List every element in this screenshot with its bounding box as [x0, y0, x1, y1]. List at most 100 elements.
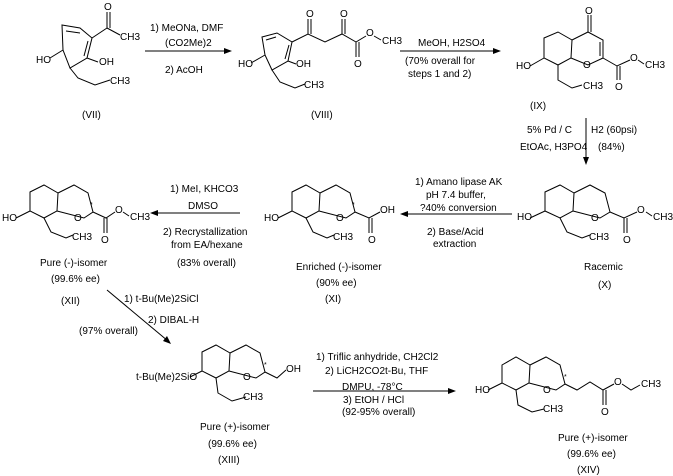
viii-double-bond — [265, 36, 277, 41]
step-5-reagent: (83% overall) — [177, 258, 236, 269]
xii-label-o: O — [101, 235, 109, 246]
xii-label-ome: CH3 — [130, 212, 150, 223]
x-label-o: O — [637, 205, 645, 216]
viii-double-bond — [284, 44, 290, 60]
xiii-label-ring-o: O — [243, 372, 251, 383]
step-3-reagent: EtOAc, H3PO4 — [520, 142, 588, 153]
viii-label-o: O — [366, 28, 374, 39]
vii-oh-bond — [49, 49, 64, 59]
step-1: 1) MeONa, DMF (CO2Me)2 2) AcOH — [145, 23, 232, 76]
xi-stereo-mark: * — [352, 202, 355, 209]
xiv-label-ch3: CH3 — [543, 404, 563, 415]
xii-label-o: O — [115, 205, 123, 216]
xiii-propyl-chain — [215, 377, 247, 402]
ix-ome-bond — [637, 59, 645, 65]
ix-label-o: O — [630, 53, 638, 64]
step-4-reagent: 1) Amano lipase AK — [415, 177, 503, 188]
step-6-arrow — [106, 289, 169, 342]
step-5-reagent: DMSO — [188, 201, 218, 212]
xii-descriptor: Pure (-)-isomer — [40, 258, 108, 269]
step-5: 1) MeI, KHCO3 DMSO 2) Recrystallization … — [150, 184, 247, 269]
viii-label-ome: CH3 — [382, 36, 402, 47]
xiv-label-o: O — [601, 407, 609, 418]
xii-benzene-ring — [29, 184, 59, 219]
x-descriptor: Racemic — [584, 262, 623, 273]
xi-ee: (90% ee) — [316, 278, 357, 289]
xi-oh-bond — [277, 210, 293, 219]
xi-label-o: O — [368, 235, 376, 246]
arrow-head — [400, 211, 408, 217]
step-4-reagent: ?40% conversion — [420, 203, 497, 214]
xiv-label-ring-o: O — [543, 385, 551, 396]
step-3: 5% Pd / C EtOAc, H3PO4 H2 (60psi) (84%) — [520, 118, 637, 165]
xii-label-ch3: CH3 — [72, 232, 92, 243]
vii-label-oh: OH — [99, 57, 114, 68]
step-4-reagent: extraction — [433, 239, 476, 250]
x-label-ho: HO — [517, 212, 532, 223]
xi-propyl-chain — [305, 217, 335, 239]
ix-propyl-chain — [557, 65, 583, 89]
xi-label-ch3: CH3 — [333, 232, 353, 243]
xiv-ee: (99.6% ee) — [567, 449, 616, 460]
step-7-reagent: 2) LiCH2CO2t-Bu, THF — [325, 366, 428, 377]
xi-label-ho: HO — [264, 213, 279, 224]
arrow-head — [493, 48, 501, 54]
ix-label-ch3: CH3 — [583, 81, 603, 92]
step-1-reagent: 1) MeONa, DMF — [150, 23, 223, 34]
xii-propyl-chain — [43, 217, 74, 239]
xi-descriptor: Enriched (-)-isomer — [296, 262, 382, 273]
viii-oh-bond — [287, 60, 297, 65]
step-2-reagent: MeOH, H2SO4 — [418, 38, 486, 49]
step-2-reagent: steps 1 and 2) — [408, 69, 471, 80]
step-7-reagent: DMPU, -78°C — [342, 382, 403, 393]
step-3-reagent: 5% Pd / C — [527, 125, 572, 136]
xiv-label-ho: HO — [475, 385, 490, 396]
xiii-label-tbs: t-Bu(Me)2SiO — [136, 372, 197, 383]
xi-acid-bond — [354, 211, 381, 219]
xii-chroman-ring — [56, 184, 94, 219]
xiv-benzene-ring — [501, 356, 531, 391]
vii-double-bond — [83, 40, 89, 57]
ix-ester-bond — [602, 57, 631, 67]
xi-label-oh: OH — [380, 205, 395, 216]
compound-vii: O CH3 HO OH CH3 (VII) — [36, 2, 140, 121]
ix-oh-bond — [529, 57, 545, 67]
ix-pyrone-ring — [570, 31, 604, 66]
xii-ester-bond — [92, 211, 116, 219]
x-ester-bond — [609, 211, 638, 219]
step-5-reagent: from EA/hexane — [171, 240, 243, 251]
xiii-osi-bond — [189, 370, 203, 378]
ix-label-ho: HO — [516, 61, 531, 72]
compound-xiii: * O OH t-Bu(Me)2SiO CH3 Pure (+)-isomer … — [136, 344, 301, 466]
vii-label-ho: HO — [36, 55, 51, 66]
xiii-stereo-mark: * — [264, 362, 267, 369]
arrow-head — [150, 210, 158, 216]
ix-label-ring-o: O — [583, 60, 591, 71]
step-4-reagent: pH 7.4 buffer, — [426, 190, 486, 201]
ix-label-o: O — [615, 82, 623, 93]
step-7-reagent: 3) EtOH / HCl — [343, 395, 404, 406]
vii-methyl-bond — [106, 27, 121, 36]
xiii-label-oh: OH — [286, 364, 301, 375]
xi-chroman-ring — [318, 184, 356, 219]
compound-xii: * O O O CH3 HO CH3 Pure (-)-isomer (99.6… — [2, 184, 150, 307]
viii-ester-o-bond — [355, 35, 367, 43]
ix-benzene-ring — [543, 31, 573, 66]
xiv-id: (XIV) — [577, 465, 600, 476]
xii-stereo-mark: * — [90, 202, 93, 209]
x-ome-bond — [645, 211, 653, 217]
vii-propyl-chain — [69, 67, 111, 86]
viii-label-oh: OH — [296, 59, 311, 70]
xi-id: (XI) — [325, 294, 341, 305]
xii-ee: (99.6% ee) — [51, 274, 100, 285]
vii-id: (VII) — [82, 110, 101, 121]
x-chroman-ring — [572, 184, 611, 219]
viii-label-ho: HO — [238, 59, 253, 70]
vii-double-bond — [65, 30, 81, 34]
step-6-reagent: (97% overall) — [79, 326, 138, 337]
compound-ix: O O O O CH3 HO CH3 (IX) — [516, 6, 665, 112]
compound-x: O O O CH3 HO CH3 Racemic (X) — [517, 184, 673, 291]
xiii-id: (XIII) — [218, 455, 240, 466]
step-7: 1) Triflic anhydride, CH2Cl2 2) LiCH2CO2… — [313, 352, 456, 418]
x-propyl-chain — [559, 217, 591, 239]
